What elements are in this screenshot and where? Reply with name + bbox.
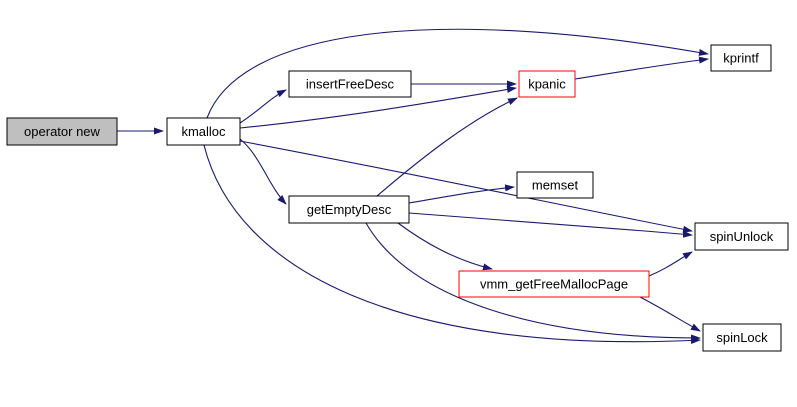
node-box-spinUnlock[interactable] xyxy=(694,222,789,251)
node-insertFreeDesc[interactable]: insertFreeDesc xyxy=(288,70,412,98)
node-label-getEmptyDesc: getEmptyDesc xyxy=(307,202,392,217)
edge-getEmptyDesc-to-spinLock xyxy=(365,222,701,342)
node-box-kmalloc[interactable] xyxy=(166,117,241,146)
node-memset[interactable]: memset xyxy=(516,171,594,199)
nodes-layer: operator new kmalloc insertFreeDesc kpanic k… xyxy=(6,44,789,352)
node-label-insertFreeDesc: insertFreeDesc xyxy=(306,77,395,92)
node-box-spinLock[interactable] xyxy=(702,323,782,352)
node-label-spinLock: spinLock xyxy=(716,330,768,345)
node-box-kpanic[interactable] xyxy=(518,70,576,98)
node-kprintf[interactable]: kprintf xyxy=(710,44,772,72)
node-operator-new[interactable]: operator new xyxy=(6,117,118,146)
node-box-insertFreeDesc[interactable] xyxy=(288,70,412,98)
edge-kmalloc-to-kpanic xyxy=(239,86,517,129)
node-label-kprintf: kprintf xyxy=(723,51,759,66)
node-label-kmalloc: kmalloc xyxy=(181,124,226,139)
node-spinLock[interactable]: spinLock xyxy=(702,323,782,352)
edge-kmalloc-to-insertFreeDesc xyxy=(239,89,287,124)
node-label-operator-new: operator new xyxy=(24,124,100,139)
edge-kpanic-to-kprintf xyxy=(574,56,709,80)
edge-getEmptyDesc-to-kpanic xyxy=(376,97,518,197)
node-spinUnlock[interactable]: spinUnlock xyxy=(694,222,789,251)
node-box-operator-new[interactable] xyxy=(6,117,118,146)
node-vmm_getFreeMallocPage[interactable]: vmm_getFreeMallocPage xyxy=(458,270,650,298)
node-kmalloc[interactable]: kmalloc xyxy=(166,117,241,146)
node-label-vmm_getFreeMallocPage: vmm_getFreeMallocPage xyxy=(480,277,628,292)
edge-vmm_getFreeMallocPage-to-spinUnlock xyxy=(648,251,693,277)
node-label-spinUnlock: spinUnlock xyxy=(710,229,774,244)
edge-kmalloc-to-kprintf xyxy=(206,28,709,119)
node-kpanic[interactable]: kpanic xyxy=(518,70,576,98)
edge-getEmptyDesc-to-spinUnlock xyxy=(408,212,693,238)
node-box-getEmptyDesc[interactable] xyxy=(288,195,410,224)
edge-kmalloc-to-spinLock xyxy=(203,144,701,344)
node-label-kpanic: kpanic xyxy=(528,77,566,92)
node-getEmptyDesc[interactable]: getEmptyDesc xyxy=(288,195,410,224)
edge-getEmptyDesc-to-memset xyxy=(408,184,515,204)
edge-getEmptyDesc-to-vmm_getFreeMallocPage xyxy=(397,222,493,271)
edge-kmalloc-to-getEmptyDesc xyxy=(239,138,287,205)
node-box-vmm_getFreeMallocPage[interactable] xyxy=(458,270,650,298)
node-label-memset: memset xyxy=(532,178,579,193)
edges-layer xyxy=(117,28,709,344)
node-box-kprintf[interactable] xyxy=(710,44,772,72)
edge-vmm_getFreeMallocPage-to-spinLock xyxy=(639,296,701,332)
edge-kmalloc-to-spinUnlock xyxy=(239,140,693,233)
node-box-memset[interactable] xyxy=(516,171,594,199)
